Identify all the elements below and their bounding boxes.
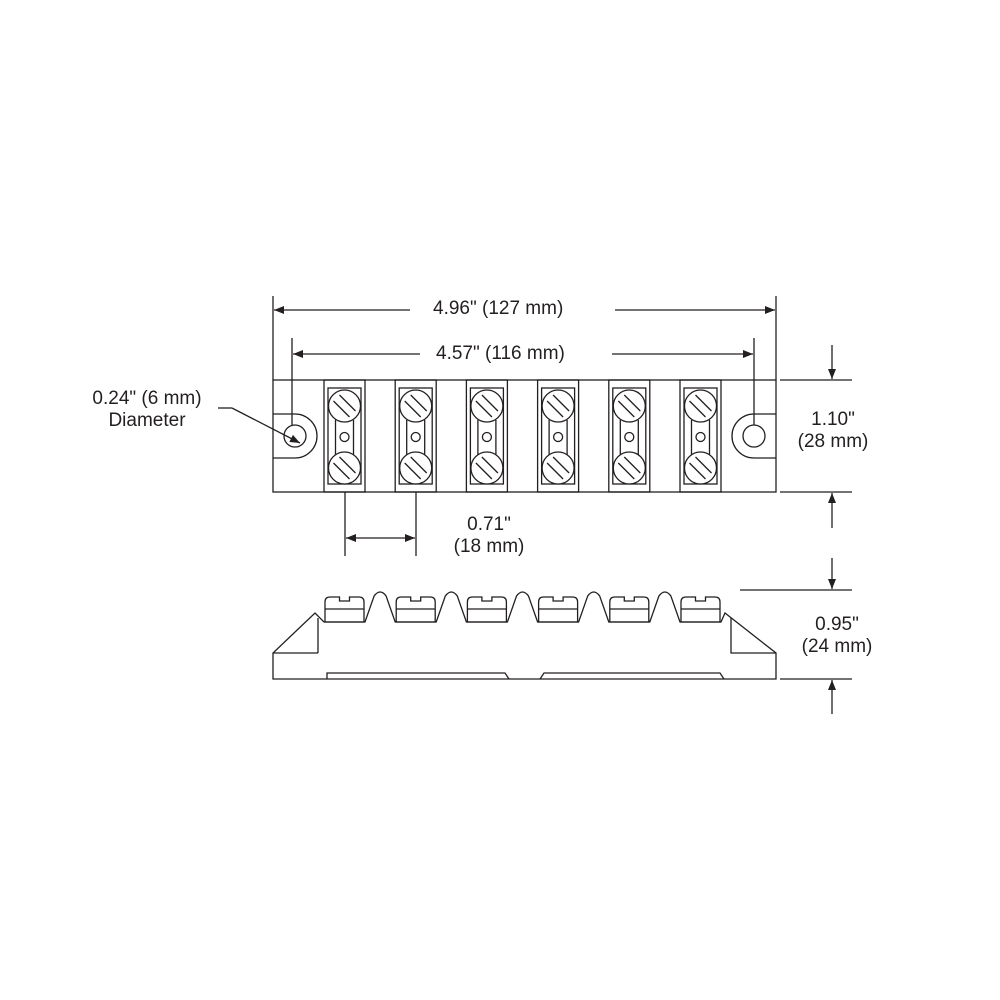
width-label: 1.10" (28 mm) [788, 409, 878, 453]
hole-diameter-caption: Diameter [108, 410, 186, 431]
left-mount-hole [283, 424, 307, 448]
center-hole [339, 431, 350, 443]
strap-edge [334, 420, 355, 455]
screw-icon [683, 451, 718, 485]
screw-icon [399, 389, 433, 423]
screw-icon [327, 389, 362, 423]
right-mount-hole [742, 424, 766, 448]
terminal-pocket [679, 379, 722, 493]
terminal-pocket [323, 379, 366, 493]
side-screw-head [395, 596, 436, 623]
overall-length-dimension [272, 296, 777, 380]
side-view-details [273, 618, 776, 680]
hole-diameter-value: 0.24" (6 mm) [92, 388, 202, 409]
center-hole [695, 431, 706, 443]
screw-icon [327, 451, 362, 485]
center-hole [552, 431, 564, 443]
left-mount-boss [273, 413, 318, 459]
side-screw-head [680, 596, 721, 623]
screw-slot [689, 456, 712, 480]
pitch-dimension [344, 492, 417, 556]
screw-icon [541, 451, 575, 485]
terminal [608, 379, 651, 493]
terminal-pocket [536, 379, 580, 493]
width-mm: (28 mm) [797, 431, 869, 452]
side-terminal [324, 596, 365, 623]
strap-edge [406, 420, 426, 455]
screw-slot [333, 394, 356, 418]
center-hole [624, 431, 635, 443]
height-label: 0.95" (24 mm) [792, 614, 882, 658]
screw-slot [546, 394, 570, 418]
screw-slot [475, 394, 499, 418]
top-view-body [272, 379, 777, 493]
terminal [679, 379, 722, 493]
right-mount-boss [731, 413, 776, 459]
center-hole [410, 431, 421, 443]
pitch-inches: 0.71" [467, 514, 511, 535]
terminal-pocket [608, 379, 651, 493]
side-terminal [680, 596, 721, 623]
hole-diameter-label: 0.24" (6 mm) Diameter [80, 388, 214, 432]
screw-slot [617, 394, 641, 418]
height-inches: 0.95" [815, 614, 859, 635]
hole-leader-line [231, 407, 301, 444]
screw-icon [399, 451, 433, 485]
side-screw-head [537, 596, 579, 623]
screw-slot [617, 456, 641, 480]
screw-icon [612, 389, 646, 423]
side-terminal [537, 596, 579, 623]
strap-edge [690, 420, 711, 455]
strap-edge [548, 420, 568, 455]
height-dimension [740, 558, 852, 714]
terminal [536, 379, 580, 493]
pitch-label: 0.71" (18 mm) [441, 514, 537, 558]
strap-edge [619, 420, 639, 455]
screw-icon [541, 389, 575, 423]
center-hole [481, 431, 493, 443]
hole-spacing-label: 4.57" (116 mm) [436, 343, 565, 364]
screw-slot [689, 394, 712, 418]
screw-icon [470, 389, 504, 423]
screw-icon [612, 451, 646, 485]
side-terminal [466, 596, 508, 623]
terminal [323, 379, 366, 493]
screw-slot [546, 456, 570, 480]
screw-slot [404, 456, 428, 480]
hole-spacing-dimension [291, 338, 755, 425]
screw-icon [683, 389, 718, 423]
side-view-body [272, 591, 777, 680]
screw-slot [333, 456, 356, 480]
side-terminal [609, 596, 650, 623]
side-screw-head [609, 596, 650, 623]
terminal-pocket [394, 379, 437, 493]
pitch-mm: (18 mm) [453, 536, 525, 557]
width-inches: 1.10" [811, 409, 855, 430]
screw-slot [404, 394, 428, 418]
side-terminal [395, 596, 436, 623]
overall-length-label: 4.96" (127 mm) [433, 298, 564, 319]
height-mm: (24 mm) [801, 636, 873, 657]
screw-slot [475, 456, 499, 480]
width-dimension [780, 345, 852, 528]
side-screw-head [324, 596, 365, 623]
side-screw-head [466, 596, 508, 623]
strap-edge [477, 420, 497, 455]
terminal-pocket [465, 379, 509, 493]
terminal [394, 379, 437, 493]
screw-icon [470, 451, 504, 485]
terminal [465, 379, 509, 493]
